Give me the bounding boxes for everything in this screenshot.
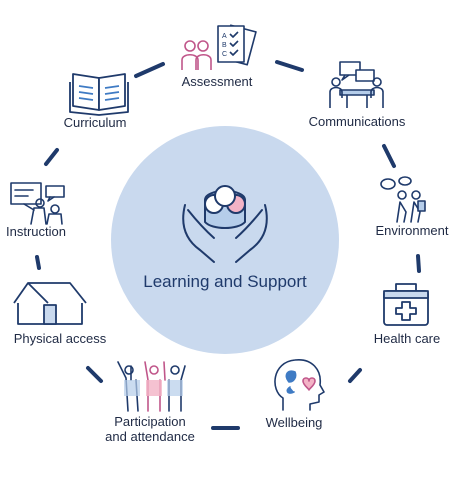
checklist-people-icon: A B C [181,24,257,70]
ring-dash [416,254,421,273]
svg-text:C: C [222,51,227,58]
ring-dash [86,366,103,383]
node-label-health-care: Health care [373,331,441,346]
center-circle [111,126,339,354]
svg-text:A: A [222,33,227,40]
node-label-curriculum: Curriculum [63,115,127,130]
ring-dash [44,148,59,166]
open-book-icon [69,73,129,116]
ring-dash [348,368,362,383]
node-label-wellbeing: Wellbeing [265,415,323,430]
meeting-chat-icon [329,61,384,108]
group-raised-hands-icon [117,361,186,412]
node-label-physical-access: Physical access [13,331,107,346]
head-heart-icon [274,359,325,411]
node-label-environment: Environment [375,223,449,238]
node-label-participation: Participation and attendance [105,414,195,444]
dashed-ring [35,60,421,430]
teacher-board-icon [10,182,65,225]
node-label-instruction: Instruction [6,224,66,239]
ring-dash [275,60,304,72]
people-talking-icon [380,176,426,223]
node-label-communications: Communications [308,114,406,129]
center-label: Learning and Support [143,272,307,291]
node-label-assessment: Assessment [181,74,253,89]
house-icon [13,282,87,325]
ring-dash [382,144,396,168]
first-aid-kit-icon [383,283,429,326]
ring-dash [35,255,41,270]
hands-group-icon [182,185,268,263]
svg-text:B: B [222,42,227,49]
ring-dash [134,62,165,78]
